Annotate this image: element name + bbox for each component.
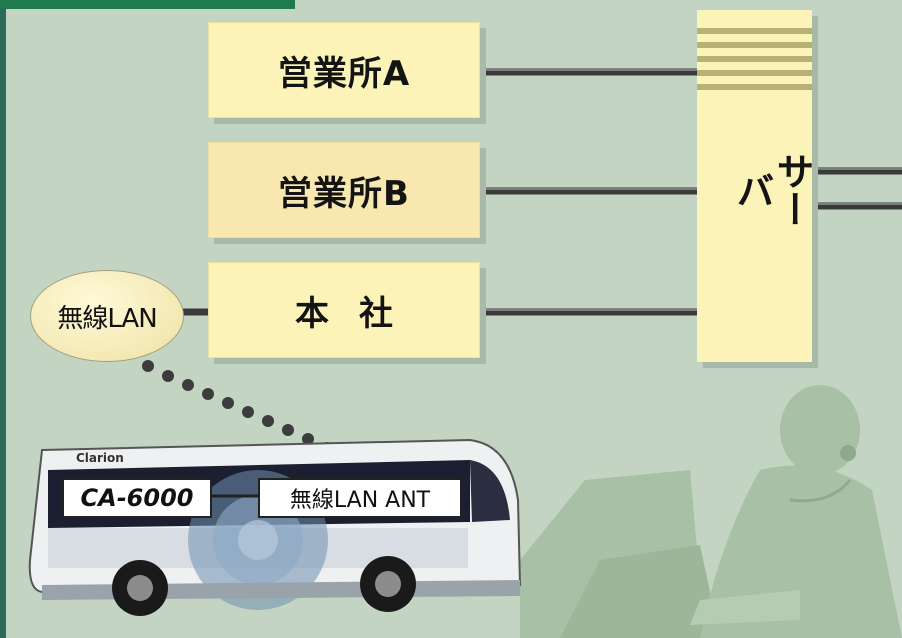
server-stripe: [697, 28, 812, 34]
server-stripe: [697, 42, 812, 48]
office-b-label: 営業所B: [278, 173, 410, 214]
office-links: [182, 68, 902, 316]
server-stripe: [697, 84, 812, 90]
server-stripe: [697, 56, 812, 62]
model-label: CA-6000: [80, 484, 194, 512]
office-a-box: 営業所A: [208, 22, 480, 118]
bus-illustration: [28, 438, 522, 616]
headquarters-label: 本社: [295, 293, 423, 334]
antenna-label-box: 無線LAN ANT: [258, 478, 462, 518]
office-a-label: 営業所A: [277, 53, 411, 94]
model-label-box: CA-6000: [62, 478, 212, 518]
left-edge-bar: [0, 0, 6, 638]
antenna-label: 無線LAN ANT: [289, 488, 431, 513]
top-accent-bar: [0, 0, 295, 9]
wireless-lan-bubble: 無線LAN: [30, 270, 184, 362]
wireless-lan-label: 無線LAN: [57, 303, 157, 334]
office-b-box: 営業所B: [208, 142, 480, 238]
server-box: サーバ: [697, 10, 814, 362]
server-stripe: [697, 70, 812, 76]
headquarters-box: 本社: [208, 262, 480, 358]
server-label: サーバ: [730, 152, 814, 228]
bus-brand-label: Clarion: [76, 451, 124, 465]
operator-silhouette: [520, 385, 902, 638]
